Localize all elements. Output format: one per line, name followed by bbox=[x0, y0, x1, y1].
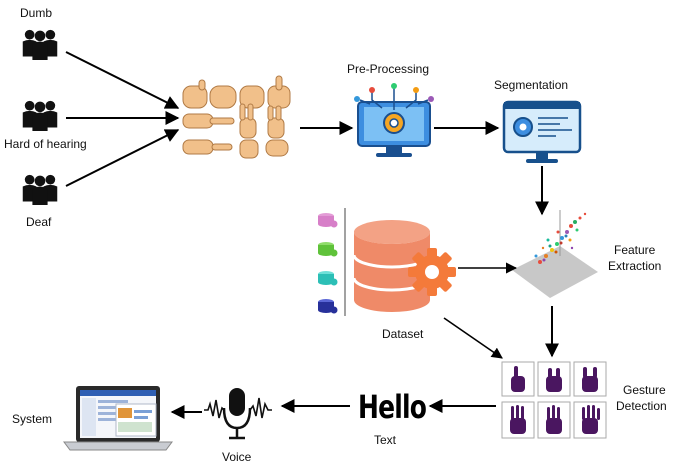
label-dumb: Dumb bbox=[20, 6, 53, 20]
arrow-dumb-to-signs bbox=[65, 51, 180, 109]
label-detection: Detection bbox=[616, 399, 667, 413]
deaf-people-icon bbox=[23, 175, 58, 205]
label-deaf: Deaf bbox=[26, 215, 52, 229]
database-stack-icon bbox=[318, 208, 346, 316]
hard-of-hearing-people-icon bbox=[23, 101, 58, 131]
hello-text: Hello bbox=[358, 388, 427, 426]
label-feature: Feature bbox=[614, 243, 656, 257]
database-icon bbox=[352, 220, 432, 312]
microphone-icon bbox=[204, 388, 272, 440]
processing-monitor-icon bbox=[354, 83, 434, 157]
label-hard-of-hearing: Hard of hearing bbox=[4, 137, 87, 151]
label-system: System bbox=[12, 412, 53, 426]
label-pre-processing: Pre-Processing bbox=[347, 62, 430, 76]
label-extraction: Extraction bbox=[608, 259, 662, 273]
gesture-grid-icon bbox=[501, 361, 607, 439]
label-segmentation: Segmentation bbox=[494, 78, 569, 92]
hand-signs-icon bbox=[182, 75, 291, 159]
segmentation-monitor-icon bbox=[502, 100, 582, 163]
dumb-people-icon bbox=[23, 30, 58, 60]
label-gesture: Gesture bbox=[623, 383, 666, 397]
laptop-icon bbox=[63, 386, 173, 451]
label-dataset: Dataset bbox=[382, 327, 424, 341]
arrow-dataset-to-gesture bbox=[443, 317, 503, 359]
label-voice: Voice bbox=[222, 450, 252, 464]
scatter-3d-icon bbox=[512, 210, 598, 298]
gear-icon bbox=[408, 248, 456, 296]
arrow-deaf-to-signs bbox=[65, 129, 180, 187]
label-text: Text bbox=[374, 433, 397, 447]
